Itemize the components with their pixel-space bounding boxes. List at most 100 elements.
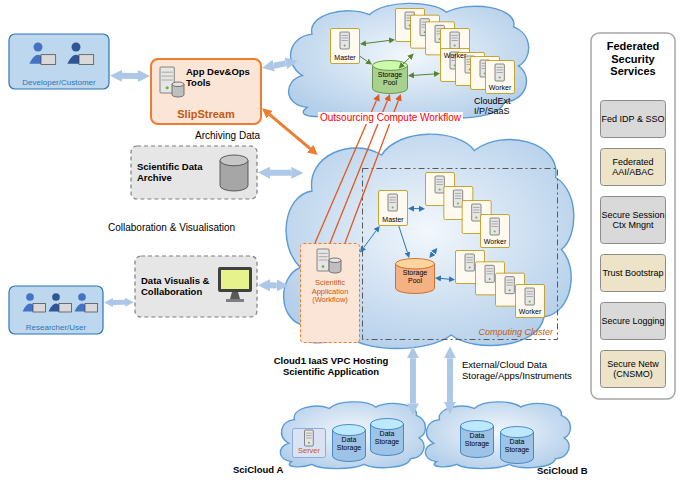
text-slot: Archiving Data (195, 130, 260, 142)
text-slot: Data Storage (332, 436, 366, 452)
shape-part (485, 265, 494, 282)
shape-part (497, 69, 503, 70)
shape-part (78, 293, 86, 301)
shape-part (481, 215, 510, 248)
text-slot: Computing Cluster (478, 327, 553, 337)
shape-part (151, 59, 261, 124)
connector-arrow (414, 208, 419, 209)
text-slot: Server (292, 447, 326, 456)
text-slot: App Dev&Ops Tools (186, 67, 258, 89)
shape-part (284, 134, 574, 348)
shape-part (373, 61, 408, 71)
shape-part (486, 61, 515, 94)
text-slot: Trust Bootstrap (600, 254, 666, 292)
shape-part (425, 402, 570, 469)
shape-part (306, 433, 312, 434)
shape-part (467, 257, 473, 258)
text-slot: Scientific Application (Workflow) (302, 279, 358, 305)
shape-part (388, 194, 397, 211)
connector-arrow (270, 115, 310, 149)
node-text: Federated Security Services (590, 40, 676, 78)
shape-part (465, 254, 474, 271)
shape-part (529, 301, 531, 303)
shape-part (218, 267, 252, 292)
text-slot: Data Storage (370, 430, 404, 446)
node-text: Data Visualis & Collaboration (141, 276, 217, 298)
shape-part (293, 429, 326, 458)
shape-part (601, 101, 666, 138)
node-text: Master (330, 54, 360, 62)
node-text: Researcher/User (8, 323, 104, 332)
shape-part (230, 292, 240, 299)
shape-part (363, 169, 558, 340)
connector-arrow (364, 231, 377, 248)
text-slot: Worker (485, 84, 515, 92)
shape-part (317, 249, 329, 271)
connector-arrow (403, 58, 410, 64)
node-text: Data Storage (500, 438, 534, 454)
shape-outline (425, 172, 510, 248)
text-slot: SciCloud A (233, 465, 283, 476)
process-box: Researcher/User (8, 285, 104, 335)
shape-part (472, 204, 481, 221)
shape-part (396, 259, 435, 294)
shape-part (322, 265, 325, 268)
service-box: Secure Logging (600, 302, 666, 340)
shape-part (435, 176, 444, 193)
shape-part (494, 231, 496, 233)
shape-part (501, 427, 534, 438)
storage-pool: Storage Pool (395, 258, 435, 294)
shape-part (131, 146, 257, 199)
shape-part (342, 37, 348, 38)
node-text: Cloud1 IaaS VPC Hosting Scientific Appli… (255, 356, 407, 378)
node-text: Computing Cluster (478, 327, 553, 337)
shape-part (373, 61, 408, 94)
connector-arrow (410, 358, 416, 403)
shape-part (371, 419, 404, 456)
shape-part (72, 43, 81, 52)
shape-part (319, 260, 328, 261)
node-text: Worker (485, 84, 515, 92)
connector-arrow (441, 278, 449, 280)
shape-part (489, 278, 491, 280)
connector-arrow (122, 73, 138, 79)
shape-part (34, 43, 43, 52)
shape-part (52, 293, 60, 301)
text-slot: Secure Netw (CNSMO) (600, 350, 666, 388)
shape-part (306, 438, 312, 439)
label-text: Outsourcing Compute Workflow (320, 112, 461, 124)
shape-part (454, 45, 456, 47)
node-text: Trust Bootstrap (602, 268, 663, 278)
shape-outline (455, 250, 545, 318)
text-slot: Storage Pool (395, 269, 435, 285)
text-slot: SciCloud B (537, 466, 588, 477)
shape-part (455, 193, 461, 194)
text-slot: Storage Pool (372, 71, 408, 87)
shape-part (329, 258, 341, 263)
shape-part (601, 101, 666, 138)
shape-part (9, 286, 103, 334)
shape-part (379, 191, 408, 226)
shape-part (41, 55, 56, 65)
text-slot: Worker (480, 238, 510, 246)
shape-part (363, 169, 558, 340)
shape-part (439, 189, 441, 191)
shape-part (601, 255, 666, 292)
shape-part (426, 173, 510, 248)
node-text: Developer/Customer (8, 78, 110, 87)
shape-part (507, 285, 513, 286)
shape-part (280, 402, 425, 469)
shape-part (166, 86, 169, 89)
shape-part (151, 59, 261, 124)
shape-part (473, 212, 479, 213)
connector-arrow (360, 56, 367, 61)
shape-part (591, 33, 675, 399)
shape-part (396, 259, 435, 270)
shape-part (492, 221, 498, 222)
shape-part (221, 270, 249, 289)
shape-part (516, 285, 545, 318)
shape-part (452, 57, 458, 58)
shape-part (162, 80, 173, 81)
service-box: Trust Bootstrap (600, 254, 666, 292)
